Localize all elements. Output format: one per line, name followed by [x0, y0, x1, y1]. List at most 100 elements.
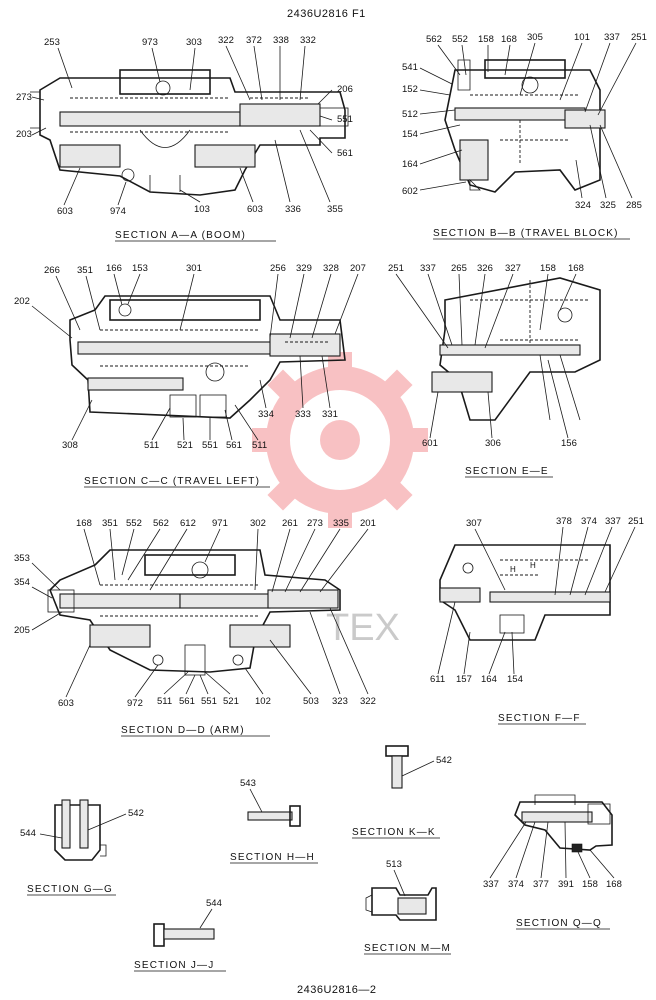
label: 512	[402, 109, 418, 120]
label: 202	[14, 296, 30, 307]
label: 971	[212, 518, 228, 529]
section-ff-labels: 307 378 374 337 251 611 157 164 154 SECT…	[430, 516, 644, 725]
svg-text:H: H	[530, 561, 536, 570]
label: 511	[157, 696, 172, 707]
label: 152	[402, 84, 418, 95]
section-dd-title: SECTION D—D (ARM)	[121, 725, 245, 736]
label: 336	[285, 204, 301, 215]
label: 324	[575, 200, 591, 211]
label: 158	[582, 879, 598, 890]
svg-text:H: H	[510, 565, 516, 574]
label: 562	[426, 34, 442, 45]
section-aa-drawing	[30, 69, 349, 196]
section-kk-drawing	[385, 745, 409, 789]
section-ff-title: SECTION F—F	[498, 713, 581, 724]
label: 334	[258, 409, 274, 420]
label: 377	[533, 879, 549, 890]
label: 166	[106, 263, 122, 274]
label: 561	[179, 696, 195, 707]
label: 153	[132, 263, 148, 274]
label: 974	[110, 206, 126, 217]
label: 521	[177, 440, 193, 451]
label: 285	[626, 200, 642, 211]
label: 354	[14, 577, 30, 588]
section-mm-labels: 513 SECTION M—M	[364, 859, 451, 955]
label: 333	[295, 409, 311, 420]
label: 158	[478, 34, 494, 45]
section-qq-labels: 337 374 377 391 158 168 SECTION Q—Q	[483, 821, 622, 930]
label: 611	[430, 674, 445, 685]
label: 337	[605, 516, 621, 527]
section-jj-labels: 544 SECTION J—J	[134, 898, 226, 972]
label: 164	[402, 159, 418, 170]
section-aa-labels: 253 973 303 322 372 338 332 273 206 551 …	[16, 35, 353, 242]
label: 544	[206, 898, 222, 909]
section-cc-labels: 266 351 166 153 301 256 329 328 207 202 …	[14, 263, 366, 488]
label: 337	[604, 32, 620, 43]
label: 561	[226, 440, 242, 451]
label: 513	[386, 859, 402, 870]
label: 329	[296, 263, 312, 274]
label: 328	[323, 263, 339, 274]
label: 551	[202, 440, 218, 451]
label: 256	[270, 263, 286, 274]
label: 612	[180, 518, 196, 529]
section-qq-title: SECTION Q—Q	[516, 918, 602, 929]
label: 266	[44, 265, 60, 276]
footer-code: 2436U2816—2	[297, 984, 377, 996]
label: 543	[240, 778, 256, 789]
label: 355	[327, 204, 343, 215]
label: 251	[628, 516, 644, 527]
label: 305	[527, 32, 543, 43]
label: 273	[307, 518, 323, 529]
label: 203	[16, 129, 32, 140]
label: 337	[420, 263, 436, 274]
label: 551	[201, 696, 217, 707]
section-hh-labels: 543 SECTION H—H	[230, 778, 318, 864]
label: 603	[57, 206, 73, 217]
label: 603	[58, 698, 74, 709]
label: 323	[332, 696, 348, 707]
label: 251	[388, 263, 404, 274]
label: 303	[186, 37, 202, 48]
section-ee-labels: 251 337 265 326 327 158 168 601 306 156 …	[388, 263, 584, 478]
label: 103	[194, 204, 210, 215]
section-kk-labels: 542 SECTION K—K	[352, 755, 452, 839]
label: 602	[402, 186, 418, 197]
label: 391	[558, 879, 574, 890]
label: 158	[540, 263, 556, 274]
label: 265	[451, 263, 467, 274]
label: 511	[252, 440, 267, 451]
label: 273	[16, 92, 32, 103]
label: 253	[44, 37, 60, 48]
label: 302	[250, 518, 266, 529]
label: 378	[556, 516, 572, 527]
section-bb-labels: 562 552 158 168 305 101 337 251 541 152 …	[402, 32, 647, 240]
label: 301	[186, 263, 202, 274]
label: 374	[581, 516, 597, 527]
label: 372	[246, 35, 262, 46]
label: 521	[223, 696, 239, 707]
label: 101	[574, 32, 590, 43]
label: 337	[483, 879, 499, 890]
label: 168	[606, 879, 622, 890]
label: 205	[14, 625, 30, 636]
label: 168	[501, 34, 517, 45]
section-hh-title: SECTION H—H	[230, 852, 315, 863]
section-jj-title: SECTION J—J	[134, 960, 214, 971]
section-gg-labels: 542 544 SECTION G—G	[20, 808, 144, 896]
section-aa-title: SECTION A—A (BOOM)	[115, 230, 246, 241]
label: 326	[477, 263, 493, 274]
label: 561	[337, 148, 353, 159]
label: 322	[360, 696, 376, 707]
label: 325	[600, 200, 616, 211]
section-mm-drawing	[365, 887, 437, 921]
label: 156	[561, 438, 577, 449]
label: 972	[127, 698, 143, 709]
label: 168	[568, 263, 584, 274]
label: 544	[20, 828, 36, 839]
label: 511	[144, 440, 159, 451]
label: 601	[422, 438, 438, 449]
watermark-text: TEX	[326, 607, 400, 649]
